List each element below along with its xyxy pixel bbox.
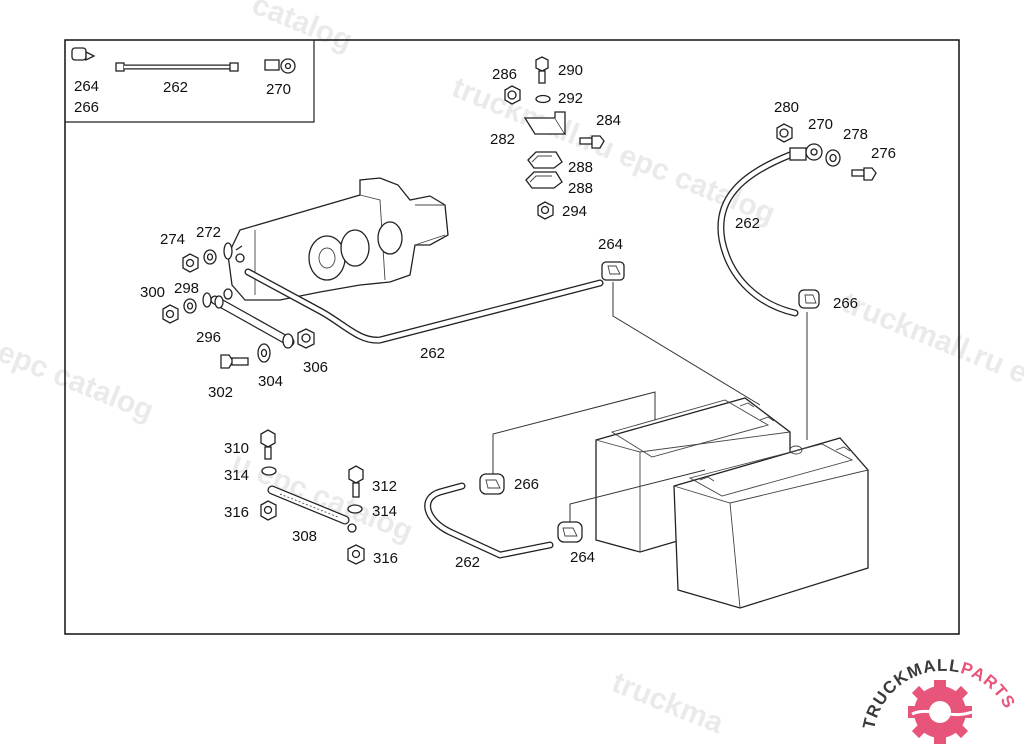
logo-brand-accent: PARTS: [959, 658, 1020, 712]
label-316: 316: [373, 550, 398, 567]
label-284: 284: [596, 112, 621, 129]
label-296: 296: [196, 329, 221, 346]
cable-lug-part: [264, 58, 296, 74]
truckmall-logo: TRUCKMALLPARTS: [859, 656, 1020, 744]
label-266: 266: [514, 476, 539, 493]
label-314: 314: [224, 467, 249, 484]
main-cable: [244, 261, 625, 344]
label-310: 310: [224, 440, 249, 457]
label-288: 288: [568, 159, 593, 176]
inset-box: 264 266 262 270: [65, 40, 315, 123]
label-264: 264: [570, 549, 595, 566]
label-270: 270: [266, 81, 291, 98]
label-274: 274: [160, 231, 185, 248]
label-282: 282: [490, 131, 515, 148]
label-290: 290: [558, 62, 583, 79]
label-314: 314: [372, 503, 397, 520]
label-266: 266: [833, 295, 858, 312]
label-276: 276: [871, 145, 896, 162]
watermark-text: catalog: [247, 0, 357, 58]
label-270: 270: [808, 116, 833, 133]
label-312: 312: [372, 478, 397, 495]
label-302: 302: [208, 384, 233, 401]
leader-lines: [492, 282, 808, 522]
label-306: 306: [303, 359, 328, 376]
label-298: 298: [174, 280, 199, 297]
label-264: 264: [74, 78, 99, 95]
ground-strap-assembly: [260, 429, 365, 565]
batteries: [595, 397, 869, 609]
diagram-frame: [64, 39, 960, 635]
label-316: 316: [224, 504, 249, 521]
watermark-text: ru epc catalog: [0, 321, 158, 428]
gear-icon: [908, 680, 973, 744]
watermark-text: truckmall.ru epc catalog: [447, 71, 779, 231]
label-264: 264: [598, 236, 623, 253]
label-292: 292: [558, 90, 583, 107]
label-262: 262: [455, 554, 480, 571]
cable-262-inset: [115, 62, 239, 72]
battery-cable: [424, 473, 583, 559]
watermark-text: truckma: [607, 666, 728, 740]
label-294: 294: [562, 203, 587, 220]
starter-hardware: [162, 242, 315, 369]
label-300: 300: [140, 284, 165, 301]
label-278: 278: [843, 126, 868, 143]
label-262: 262: [163, 79, 188, 96]
starter-motor: [223, 177, 449, 301]
label-304: 304: [258, 373, 283, 390]
label-308: 308: [292, 528, 317, 545]
right-cable-assembly: [717, 123, 877, 317]
label-286: 286: [492, 66, 517, 83]
watermark-text: u epc catalog: [227, 446, 417, 548]
bracket-assembly: [504, 56, 605, 220]
watermark-text: truckmall.ru e: [837, 286, 1024, 390]
label-262: 262: [420, 345, 445, 362]
clamp-part: [71, 47, 96, 62]
label-262: 262: [735, 215, 760, 232]
label-272: 272: [196, 224, 221, 241]
label-280: 280: [774, 99, 799, 116]
label-288: 288: [568, 180, 593, 197]
label-266: 266: [74, 99, 99, 116]
